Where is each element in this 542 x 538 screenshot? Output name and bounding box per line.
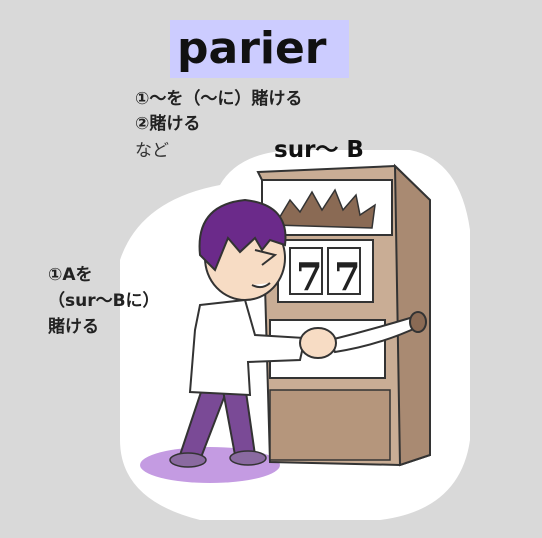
page-title: parier [177, 23, 327, 74]
sur-b-label: sur～ B [274, 137, 364, 163]
side-note-line-2: （sur～Bに） [48, 291, 160, 311]
side-note: ①Aを （sur～Bに） 賭ける [48, 262, 160, 340]
reel-seven-2: 7 [334, 254, 360, 299]
side-note-line-1: ①Aを [48, 265, 93, 285]
definition-2: ②賭ける [135, 114, 201, 134]
reel-seven-1: 7 [296, 254, 322, 299]
side-note-line-3: 賭ける [48, 317, 99, 337]
title-highlight [170, 20, 349, 78]
definition-3: など [135, 141, 169, 161]
definition-1: ①～を（～に）賭ける [135, 89, 303, 109]
slot-machine-icon [256, 163, 431, 467]
person-icon [169, 198, 337, 468]
